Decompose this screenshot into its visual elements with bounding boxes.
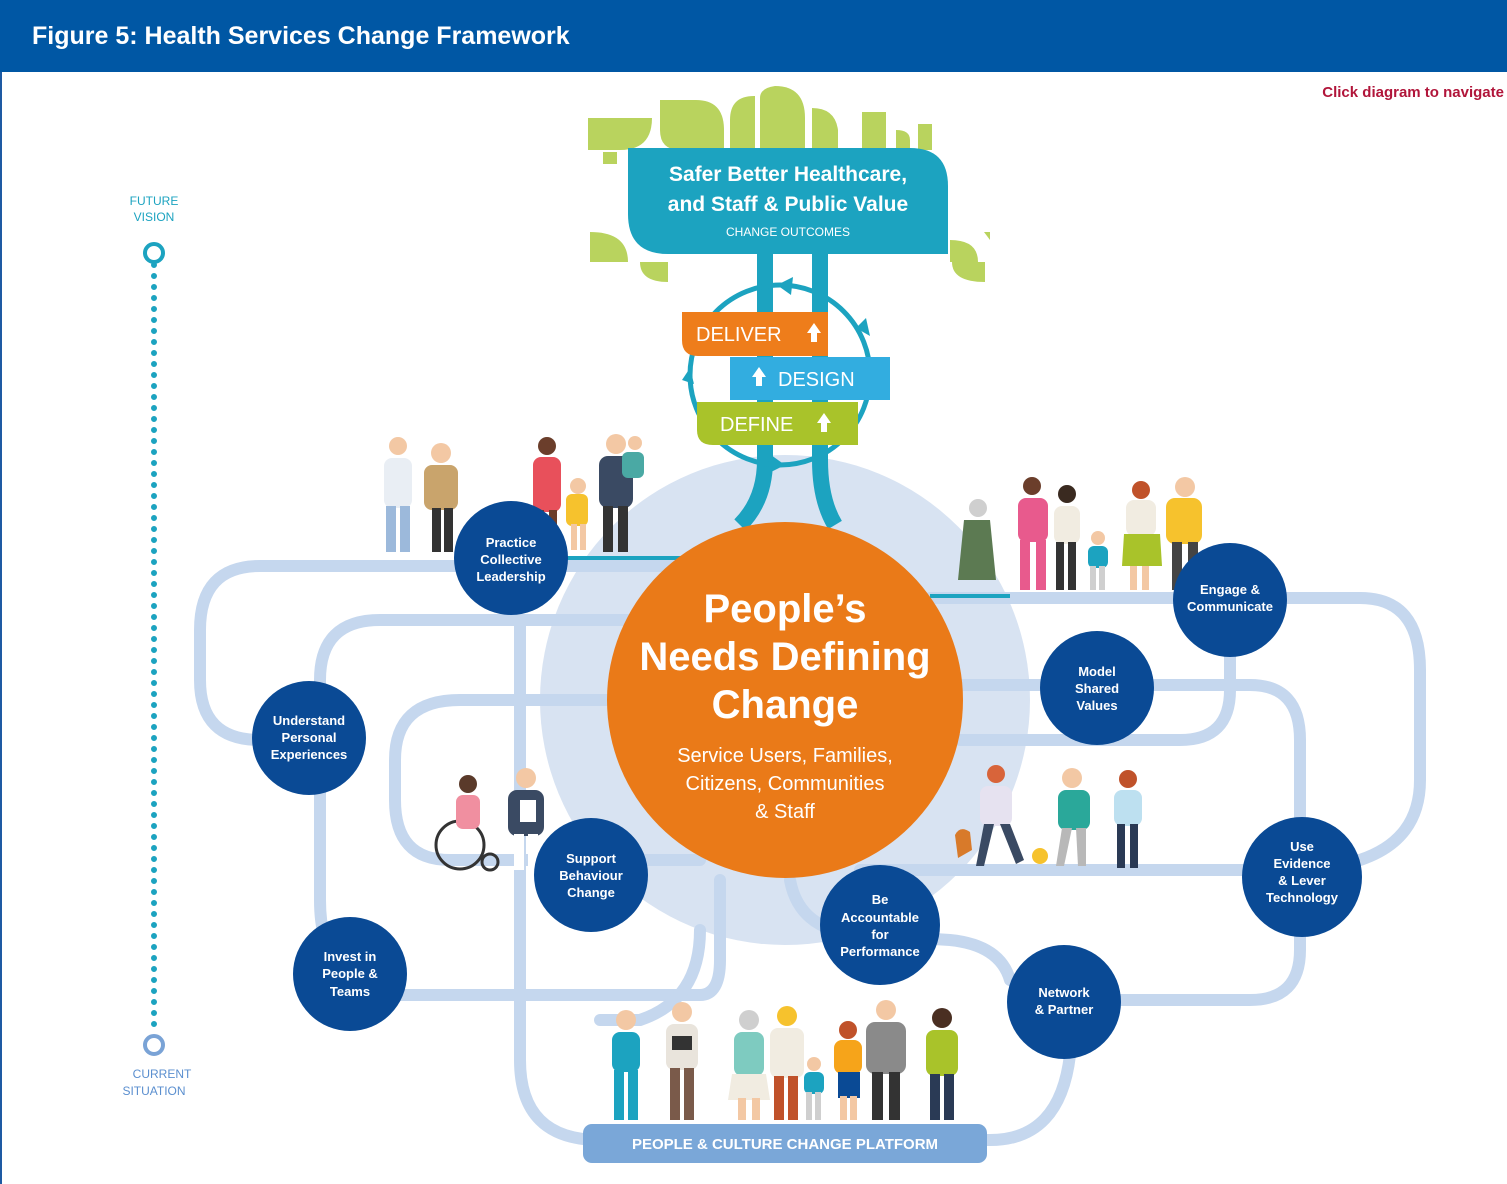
node-use-evidence-lever-technology[interactable]: Use Evidence & Lever Technology (1242, 817, 1362, 937)
up-arrow-icon (817, 413, 831, 432)
platform-label: PEOPLE & CULTURE CHANGE PLATFORM (632, 1136, 938, 1153)
people-group-bottom (612, 1000, 958, 1120)
figure-header: Figure 5: Health Services Change Framewo… (0, 0, 1507, 72)
current-label-line1: CURRENT (133, 1067, 192, 1081)
people-group-middle-left (434, 768, 544, 872)
node-evidence-line1: Use (1290, 839, 1314, 854)
node-support-line1: Support (566, 851, 616, 866)
node-understand-line2: Personal (282, 730, 337, 745)
design-step[interactable]: DESIGN (730, 357, 890, 400)
center-title-line2: Needs Defining (639, 635, 930, 679)
center-title-line1: People’s (703, 587, 866, 631)
node-network-line2: & Partner (1035, 1002, 1094, 1017)
people-illustrations (384, 434, 1202, 1120)
leaf-decoration (588, 86, 990, 282)
deliver-step[interactable]: DELIVER (682, 312, 828, 356)
node-practice-line2: Collective (480, 552, 541, 567)
cycle-arrow-icon (769, 455, 785, 473)
node-accountable-line1: Be (872, 892, 889, 907)
center-subtitle-line3: & Staff (755, 801, 815, 823)
node-model-line3: Values (1076, 698, 1117, 713)
design-label: DESIGN (778, 369, 855, 391)
node-support-line2: Behaviour (559, 868, 623, 883)
future-label-line1: FUTURE (130, 194, 179, 208)
people-needs-center[interactable]: People’s Needs Defining Change Service U… (607, 522, 963, 878)
node-network-partner[interactable]: Network & Partner (1007, 945, 1121, 1059)
navigation-hint: Click diagram to navigate (1322, 84, 1504, 101)
node-evidence-line4: Technology (1266, 890, 1339, 905)
node-practice-line3: Leadership (476, 569, 545, 584)
future-marker-icon (143, 242, 165, 264)
node-model-shared-values[interactable]: Model Shared Values (1040, 631, 1154, 745)
outcomes-caption: CHANGE OUTCOMES (726, 225, 850, 239)
current-label-line2: SITUATION (122, 1084, 185, 1098)
outcomes-line2: and Staff & Public Value (668, 193, 908, 216)
node-engage-communicate[interactable]: Engage & Communicate (1173, 543, 1287, 657)
node-accountable-line4: Performance (840, 944, 919, 959)
center-title-line3: Change (712, 683, 859, 727)
people-group-top-right (958, 477, 1202, 590)
node-invest-line1: Invest in (324, 949, 377, 964)
people-group-middle-right (955, 765, 1142, 868)
node-model-line2: Shared (1075, 681, 1119, 696)
node-evidence-line3: & Lever (1278, 873, 1326, 888)
center-subtitle-line2: Citizens, Communities (686, 773, 885, 795)
node-practice-line1: Practice (486, 535, 537, 550)
node-understand-line3: Experiences (271, 747, 348, 762)
node-network-line1: Network (1038, 985, 1090, 1000)
cycle-arrow-icon (856, 318, 870, 336)
node-engage-line2: Communicate (1187, 599, 1273, 614)
node-invest-line2: People & (322, 966, 378, 981)
define-step[interactable]: DEFINE (697, 402, 858, 445)
tree-stems (734, 250, 842, 531)
node-practice-collective-leadership[interactable]: Practice Collective Leadership (454, 501, 568, 615)
progress-timeline: FUTURE VISION CURRENT SITUATION (122, 194, 192, 1098)
figure-title: Figure 5: Health Services Change Framewo… (32, 22, 570, 50)
people-group-top-left (384, 434, 644, 552)
outcomes-line1: Safer Better Healthcare, (669, 163, 907, 186)
future-label-line2: VISION (134, 210, 175, 224)
node-accountable-line3: for (871, 927, 888, 942)
node-evidence-line2: Evidence (1273, 856, 1330, 871)
node-invest-line3: Teams (330, 984, 370, 999)
cycle-arrow-icon (682, 368, 694, 384)
node-model-line1: Model (1078, 664, 1116, 679)
up-arrow-icon (807, 323, 821, 342)
up-arrow-icon (752, 367, 766, 386)
deliver-label: DELIVER (696, 324, 782, 346)
node-engage-line1: Engage & (1200, 582, 1260, 597)
node-understand-personal-experiences[interactable]: Understand Personal Experiences (252, 681, 366, 795)
node-invest-in-people-teams[interactable]: Invest in People & Teams (293, 917, 407, 1031)
node-be-accountable-for-performance[interactable]: Be Accountable for Performance (820, 865, 940, 985)
people-culture-change-platform[interactable]: PEOPLE & CULTURE CHANGE PLATFORM (583, 1124, 987, 1163)
node-support-line3: Change (567, 885, 615, 900)
current-marker-icon (143, 1034, 165, 1056)
node-accountable-line2: Accountable (841, 910, 919, 925)
node-support-behaviour-change[interactable]: Support Behaviour Change (534, 818, 648, 932)
define-label: DEFINE (720, 414, 793, 436)
center-subtitle-line1: Service Users, Families, (677, 745, 893, 767)
change-outcomes-box[interactable]: Safer Better Healthcare, and Staff & Pub… (628, 148, 948, 254)
teal-connectors (560, 556, 1010, 598)
node-understand-line1: Understand (273, 713, 345, 728)
cycle-arrow-icon (777, 277, 793, 295)
